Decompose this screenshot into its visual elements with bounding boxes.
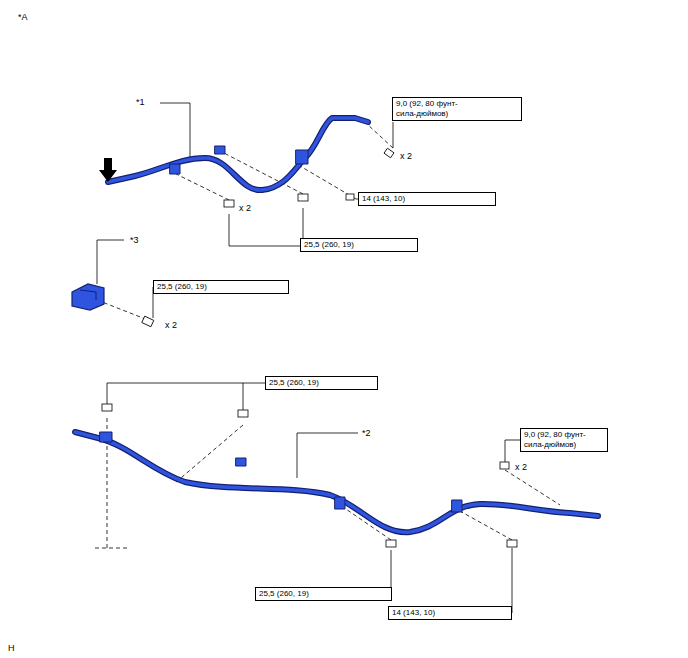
callout-label: x 2	[165, 320, 177, 331]
leader-line	[505, 440, 520, 462]
callout-label: *2	[362, 428, 371, 439]
dashed-line	[176, 174, 229, 200]
dashed-line	[340, 505, 391, 540]
torque-box: 25,5 (260, 19)	[265, 376, 378, 390]
torque-value: 14 (143, 10)	[392, 608, 508, 618]
torque-value: 9,0 (92, 80 фунт- сила-дюймов)	[524, 430, 604, 450]
bolts	[102, 148, 517, 547]
leader-line	[243, 383, 244, 410]
torque-box: 25,5 (260, 19)	[300, 238, 418, 252]
bracket-3	[72, 284, 104, 310]
torque-value: 25,5 (260, 19)	[157, 282, 285, 292]
torque-box: 25,5 (260, 19)	[255, 587, 392, 601]
dashed-line	[505, 470, 560, 505]
leader-line	[297, 433, 358, 478]
leader-line	[229, 214, 300, 246]
callout-label: *1	[136, 97, 145, 108]
callout-label: *A	[18, 12, 28, 23]
torque-value: 25,5 (260, 19)	[269, 378, 374, 388]
leader-line	[393, 122, 394, 148]
dashed-line	[367, 124, 393, 148]
callout-label: x 2	[400, 151, 412, 162]
torque-value: 14 (143, 10)	[362, 194, 492, 204]
arrow-symbol	[99, 158, 117, 182]
callout-label: *3	[130, 235, 139, 246]
dashed-line	[458, 510, 512, 540]
callout-label: x 2	[515, 462, 527, 473]
leader-line	[391, 550, 392, 587]
dashed-line	[175, 425, 243, 483]
cable-1	[108, 118, 368, 190]
torque-value: 9,0 (92, 80 фунт- сила-дюймов)	[396, 99, 480, 119]
torque-box: 14 (143, 10)	[388, 606, 512, 620]
torque-box: 9,0 (92, 80 фунт- сила-дюймов)	[520, 428, 608, 452]
leader-line	[107, 383, 265, 404]
leader-line	[512, 548, 513, 613]
callout-label: H	[8, 643, 15, 654]
dashed-line	[95, 548, 130, 549]
callout-label: x 2	[239, 203, 251, 214]
torque-box: 25,5 (260, 19)	[153, 280, 289, 294]
leader-line	[97, 240, 124, 284]
torque-value: 25,5 (260, 19)	[259, 589, 388, 599]
torque-value: 25,5 (260, 19)	[304, 240, 414, 250]
torque-box: 9,0 (92, 80 фунт- сила-дюймов)	[392, 97, 522, 121]
leader-line	[160, 103, 190, 158]
torque-box: 14 (143, 10)	[358, 192, 496, 206]
